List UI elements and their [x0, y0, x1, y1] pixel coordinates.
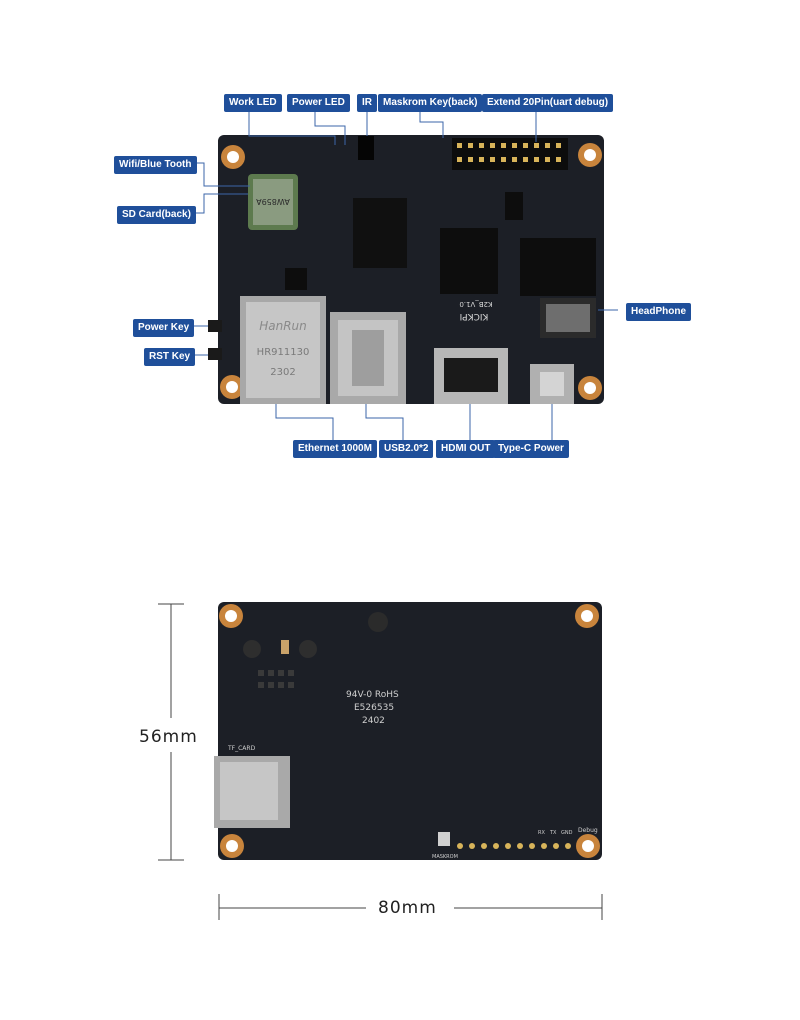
- gpio-header: [452, 138, 568, 170]
- dimension-width: 80mm: [378, 898, 437, 918]
- rj45-date: 2302: [270, 367, 295, 378]
- rst-key: [208, 348, 222, 360]
- board-version: K2B_V1.0: [459, 300, 492, 308]
- back-pcb: [218, 602, 602, 860]
- label-typec: Type-C Power: [493, 440, 569, 458]
- rj45-model: HR911130: [257, 347, 310, 358]
- dimension-height: 56mm: [139, 727, 198, 747]
- back-header-pads: [457, 843, 571, 849]
- back-mounting-holes: [219, 604, 600, 858]
- back-code: E526535: [354, 703, 394, 713]
- back-rohs: 94V-0 RoHS: [346, 690, 399, 700]
- label-ir: IR: [357, 94, 377, 112]
- power-key: [208, 320, 222, 332]
- debug-gnd: GND: [561, 830, 573, 836]
- wifi-module-label: AW859A: [256, 197, 290, 206]
- label-usb: USB2.0*2: [379, 440, 434, 458]
- back-board-photo: 94V-0 RoHS E526535 2402 TF_CARD MASKROM …: [214, 602, 602, 860]
- emmc-chip: [520, 238, 596, 296]
- dimension-lines: [158, 603, 603, 920]
- label-rst-key: RST Key: [144, 348, 196, 366]
- ram-chip: [440, 228, 498, 294]
- label-headphone: HeadPhone: [626, 303, 692, 321]
- board-name: KICKPI: [460, 311, 489, 321]
- front-board-photo: AW859A KICKPI K2B_V1.0 HanRun HR911130 2…: [190, 111, 618, 440]
- label-work-led: Work LED: [224, 94, 282, 112]
- back-date: 2402: [362, 716, 385, 726]
- label-maskrom-key: Maskrom Key(back): [378, 94, 483, 112]
- label-power-key: Power Key: [133, 319, 195, 337]
- label-sd-card: SD Card(back): [117, 206, 196, 224]
- soc-chip: [353, 198, 407, 268]
- maskrom-button: [438, 832, 450, 846]
- label-ethernet: Ethernet 1000M: [293, 440, 377, 458]
- label-hdmi: HDMI OUT: [436, 440, 496, 458]
- label-power-led: Power LED: [287, 94, 350, 112]
- debug-rx: RX: [538, 830, 545, 836]
- label-wifi-bt: Wifi/Blue Tooth: [114, 156, 197, 174]
- rj45-brand: HanRun: [259, 319, 307, 333]
- tf-card-label: TF_CARD: [227, 745, 256, 752]
- mounting-holes: [220, 143, 602, 400]
- label-extend-pin: Extend 20Pin(uart debug): [482, 94, 614, 112]
- debug-label: Debug: [578, 827, 598, 834]
- leader-lines: [190, 111, 618, 440]
- maskrom-label: MASKROM: [432, 854, 458, 860]
- debug-tx: TX: [549, 830, 557, 836]
- ir-receiver: [358, 136, 374, 160]
